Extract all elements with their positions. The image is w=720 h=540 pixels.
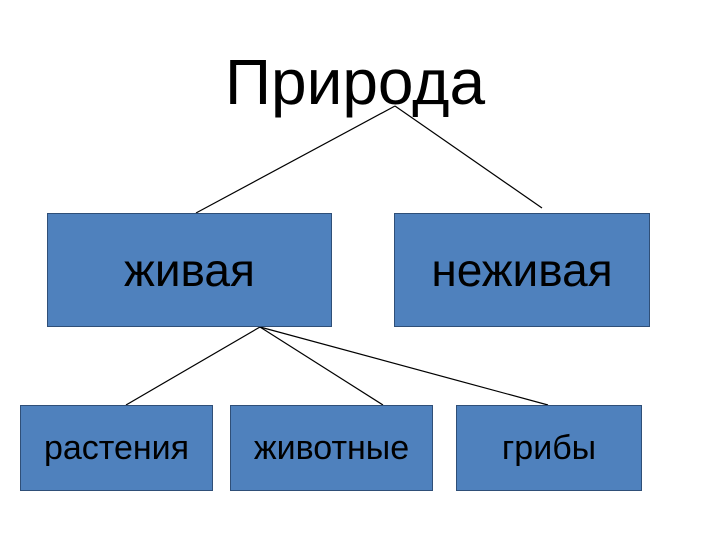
node-nonlive-label: неживая [431,244,613,296]
node-animals: животные [230,405,433,491]
diagram-root-title: Природа [224,46,486,118]
connector-root-to-nonlive [394,105,543,209]
connector-live-to-fungi [259,326,549,406]
connector-live-to-animals [259,326,384,406]
node-animals-label: животные [253,428,410,467]
connector-root-to-live [195,105,396,214]
node-plants-label: растения [43,428,190,467]
node-fungi: грибы [456,405,642,491]
node-live: живая [47,213,332,327]
node-fungi-label: грибы [501,428,597,467]
node-nonlive: неживая [394,213,650,327]
node-live-label: живая [124,244,255,296]
connector-live-to-plants [125,326,261,406]
node-plants: растения [20,405,213,491]
